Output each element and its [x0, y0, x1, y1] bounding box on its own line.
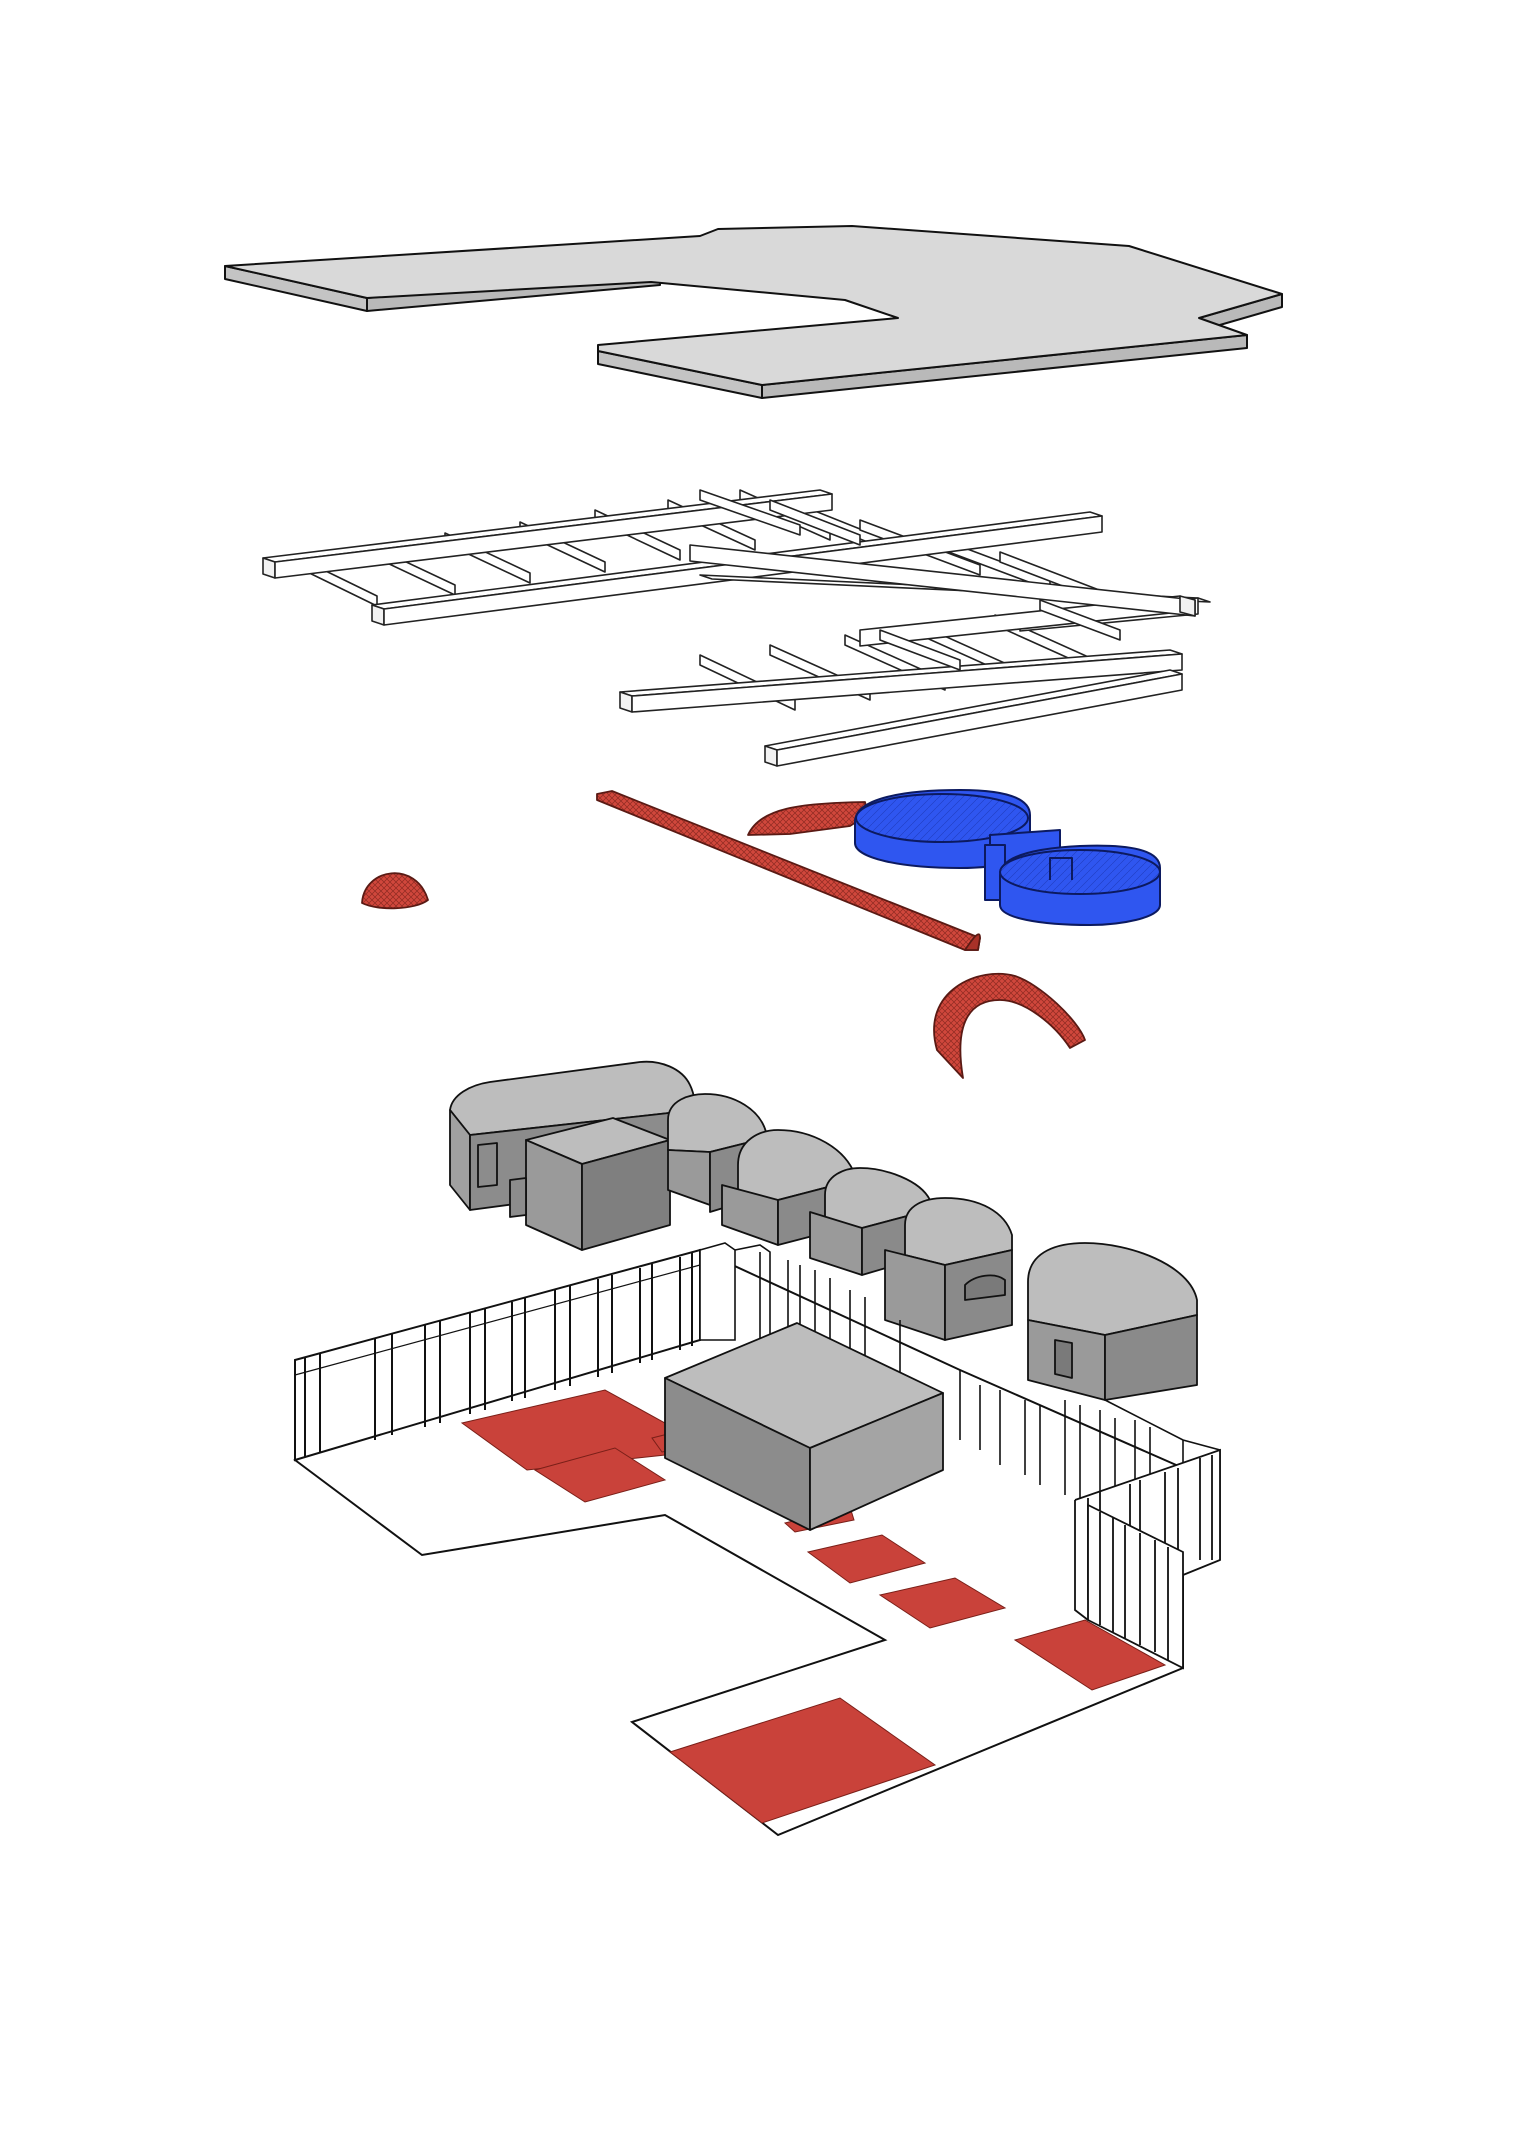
- vault-end: [1027, 1242, 1198, 1401]
- roof-beam-grid: [262, 489, 1211, 767]
- roof-slab: [224, 225, 1283, 399]
- vault-chamber-4: [884, 1197, 1013, 1341]
- wall-frame-left: [294, 1248, 701, 1462]
- floor-patch-6: [878, 1577, 1007, 1629]
- vaulted-volumes: [449, 1060, 1198, 1401]
- accent-elements: [361, 790, 1086, 1079]
- ground-floor-plan: [293, 1242, 1221, 1837]
- floor-patch-5: [806, 1534, 927, 1584]
- wall-frame-right: [1074, 1448, 1221, 1670]
- floor-patch-2: [533, 1447, 667, 1503]
- small-dome: [361, 872, 429, 910]
- floor-outline: [293, 1248, 1184, 1837]
- pool: [854, 789, 1161, 926]
- shell-vault: [747, 801, 867, 836]
- half-cylinder-vault: [933, 972, 1086, 1079]
- central-box: [664, 1322, 944, 1531]
- floor-patch-8: [668, 1697, 937, 1824]
- floor-patch-7: [1013, 1619, 1167, 1691]
